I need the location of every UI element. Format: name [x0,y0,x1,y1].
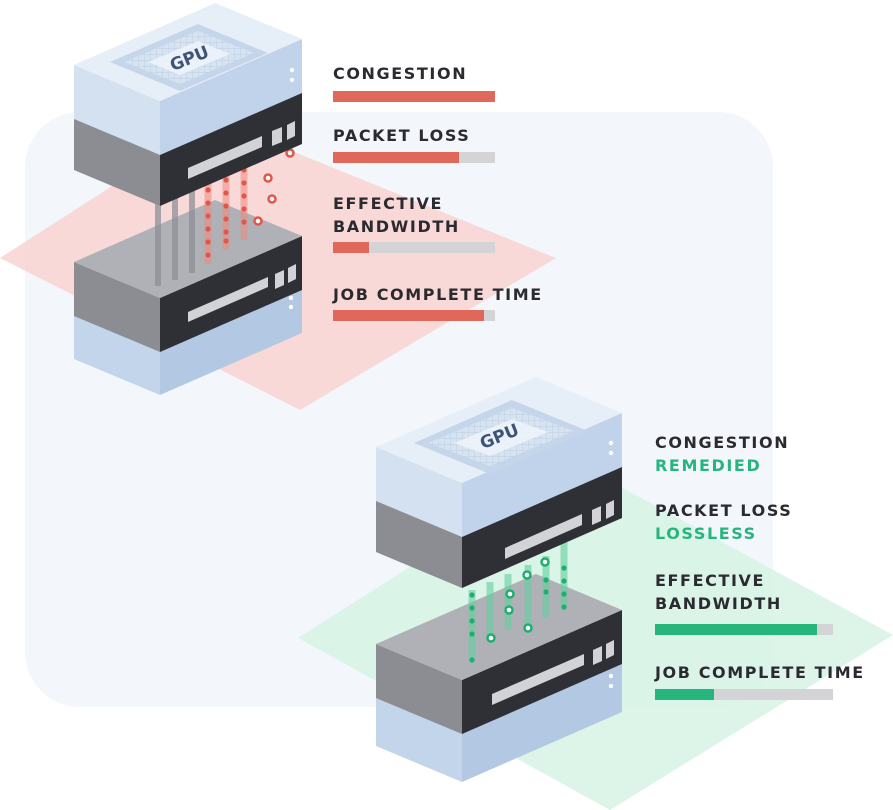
bottom-gpu-server [376,377,622,537]
metric-label: CONGESTION [333,64,468,83]
metric-label-line-2: BANDWIDTH [655,594,782,613]
bottom-effective-bandwidth-bar [655,624,833,635]
bottom-signal-nodes [486,557,550,643]
top-metric-congestion: CONGESTION [333,62,467,85]
top-congestion-bar-fill [333,91,495,102]
metric-label-line-1: EFFECTIVE [333,194,444,213]
metric-label-line-2: BANDWIDTH [333,217,460,236]
bottom-job-complete-time-bar [655,689,833,700]
metric-status: REMEDIED [655,456,762,475]
bottom-base-server [376,656,622,782]
bottom-upper-switch [376,464,622,588]
top-job-complete-time-bar [333,310,495,321]
top-base-server [74,282,302,395]
bottom-job-complete-time-bar-fill [655,689,714,700]
metric-status: LOSSLESS [655,524,757,543]
top-signal-nodes [253,148,295,226]
top-effective-bandwidth-bar-fill [333,242,369,253]
top-upper-switch [74,92,302,206]
top-cables [155,186,195,286]
bottom-server-stack [376,377,622,782]
top-gpu-server [74,3,302,155]
bottom-metric-effective-bandwidth: EFFECTIVE BANDWIDTH [655,569,782,615]
top-metric-effective-bandwidth: EFFECTIVE BANDWIDTH [333,192,460,238]
top-metric-packet-loss: PACKET LOSS [333,124,470,147]
top-effective-bandwidth-bar [333,242,495,253]
bottom-metric-congestion: CONGESTION REMEDIED [655,431,789,477]
top-metric-job-complete-time: JOB COMPLETE TIME [333,283,543,306]
metric-label: PACKET LOSS [333,126,471,145]
metric-label: PACKET LOSS [655,501,793,520]
top-congestion-bar [333,91,495,102]
top-job-complete-time-bar-fill [333,310,484,321]
top-packet-loss-bar [333,152,495,163]
metric-label: JOB COMPLETE TIME [333,285,543,304]
top-packet-loss-bar-fill [333,152,460,163]
top-signal-dots [205,167,247,258]
metric-label-line-1: EFFECTIVE [655,571,766,590]
bottom-effective-bandwidth-bar-fill [655,624,817,635]
metric-label: JOB COMPLETE TIME [655,663,865,682]
bottom-metric-job-complete-time: JOB COMPLETE TIME [655,661,865,684]
bottom-metric-packet-loss: PACKET LOSS LOSSLESS [655,499,792,545]
metric-label: CONGESTION [655,433,790,452]
top-signal-traces [204,162,248,264]
top-server-stack [74,3,302,395]
